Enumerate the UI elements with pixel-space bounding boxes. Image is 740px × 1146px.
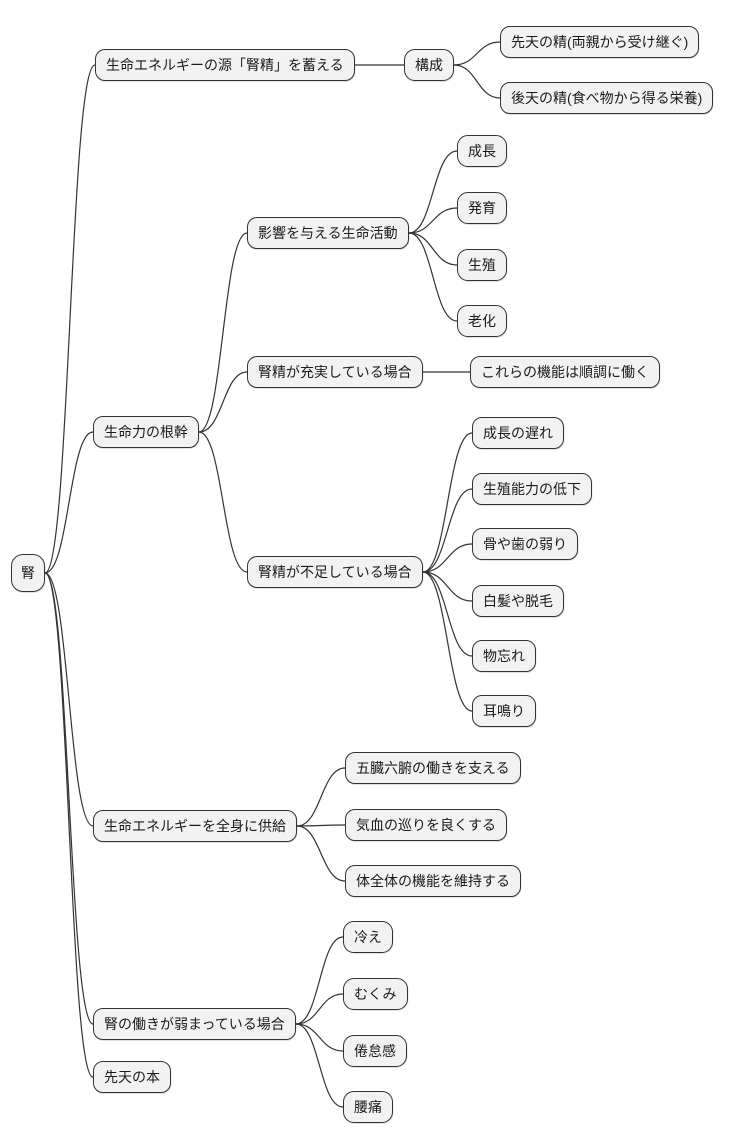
- node-forgetfulness: 物忘れ: [472, 640, 536, 672]
- edge-line: [296, 767, 346, 827]
- edge-line: [44, 572, 94, 1078]
- node-reproductive-decline: 生殖能力の低下: [472, 473, 592, 505]
- edge-line: [44, 431, 94, 574]
- node-innate-origin: 先天の本: [93, 1061, 171, 1093]
- edge-line: [296, 824, 346, 827]
- edge-line: [44, 64, 96, 574]
- node-innate-essence: 先天の精(両親から受け継ぐ): [500, 26, 700, 58]
- node-back-pain: 腰痛: [343, 1091, 393, 1123]
- node-acquired-essence: 後天の精(食べ物から得る栄養): [500, 82, 714, 114]
- node-gray-hair-loss: 白髪や脱毛: [472, 585, 564, 617]
- node-reproduction: 生殖: [457, 249, 507, 281]
- edge-line: [198, 431, 248, 573]
- node-support-organs: 五臓六腑の働きを支える: [345, 752, 521, 784]
- node-coldness: 冷え: [343, 921, 393, 953]
- node-store-jing: 生命エネルギーの源「腎精」を蓄える: [95, 49, 355, 81]
- edge-line: [295, 1023, 344, 1052]
- node-qi-blood-circulation: 気血の巡りを良くする: [345, 809, 507, 841]
- edge-line: [198, 371, 248, 433]
- node-tinnitus: 耳鳴り: [472, 695, 536, 727]
- node-life-activities: 影響を与える生命活動: [247, 217, 409, 249]
- node-jing-deficient: 腎精が不足している場合: [247, 556, 423, 588]
- edge-line: [198, 232, 248, 433]
- edge-line: [453, 41, 501, 66]
- edge-line: [296, 825, 346, 882]
- edge-line: [44, 572, 94, 1025]
- node-functions-smooth: これらの機能は順調に働く: [470, 356, 660, 388]
- node-swelling: むくみ: [343, 978, 408, 1010]
- edge-line: [422, 571, 473, 712]
- node-development: 発育: [457, 192, 507, 224]
- edge-line: [422, 432, 473, 573]
- edge-line: [422, 571, 473, 657]
- edge-line: [408, 207, 458, 234]
- edge-line: [295, 993, 344, 1025]
- edge-line: [408, 232, 458, 322]
- node-fatigue: 倦怠感: [343, 1035, 407, 1067]
- node-aging: 老化: [457, 305, 507, 337]
- edge-line: [422, 543, 473, 573]
- edge-line: [422, 488, 473, 573]
- node-growth-delay: 成長の遅れ: [472, 417, 564, 449]
- edge-line: [295, 936, 344, 1025]
- edge-line: [44, 572, 94, 827]
- node-jing-sufficient: 腎精が充実している場合: [247, 356, 423, 388]
- node-kidney-weakness: 腎の働きが弱まっている場合: [93, 1008, 296, 1040]
- node-vitality-foundation: 生命力の根幹: [93, 416, 199, 448]
- edge-line: [408, 232, 458, 266]
- node-composition: 構成: [404, 49, 454, 81]
- node-root-kidney: 腎: [11, 554, 45, 592]
- node-energy-supply: 生命エネルギーを全身に供給: [93, 810, 297, 842]
- edge-line: [422, 571, 473, 602]
- node-maintain-body-function: 体全体の機能を維持する: [345, 865, 521, 897]
- edge-line: [453, 64, 501, 99]
- node-growth: 成長: [457, 135, 507, 167]
- edge-line: [408, 150, 458, 234]
- node-weak-bones-teeth: 骨や歯の弱り: [472, 528, 578, 560]
- edge-line: [295, 1023, 344, 1108]
